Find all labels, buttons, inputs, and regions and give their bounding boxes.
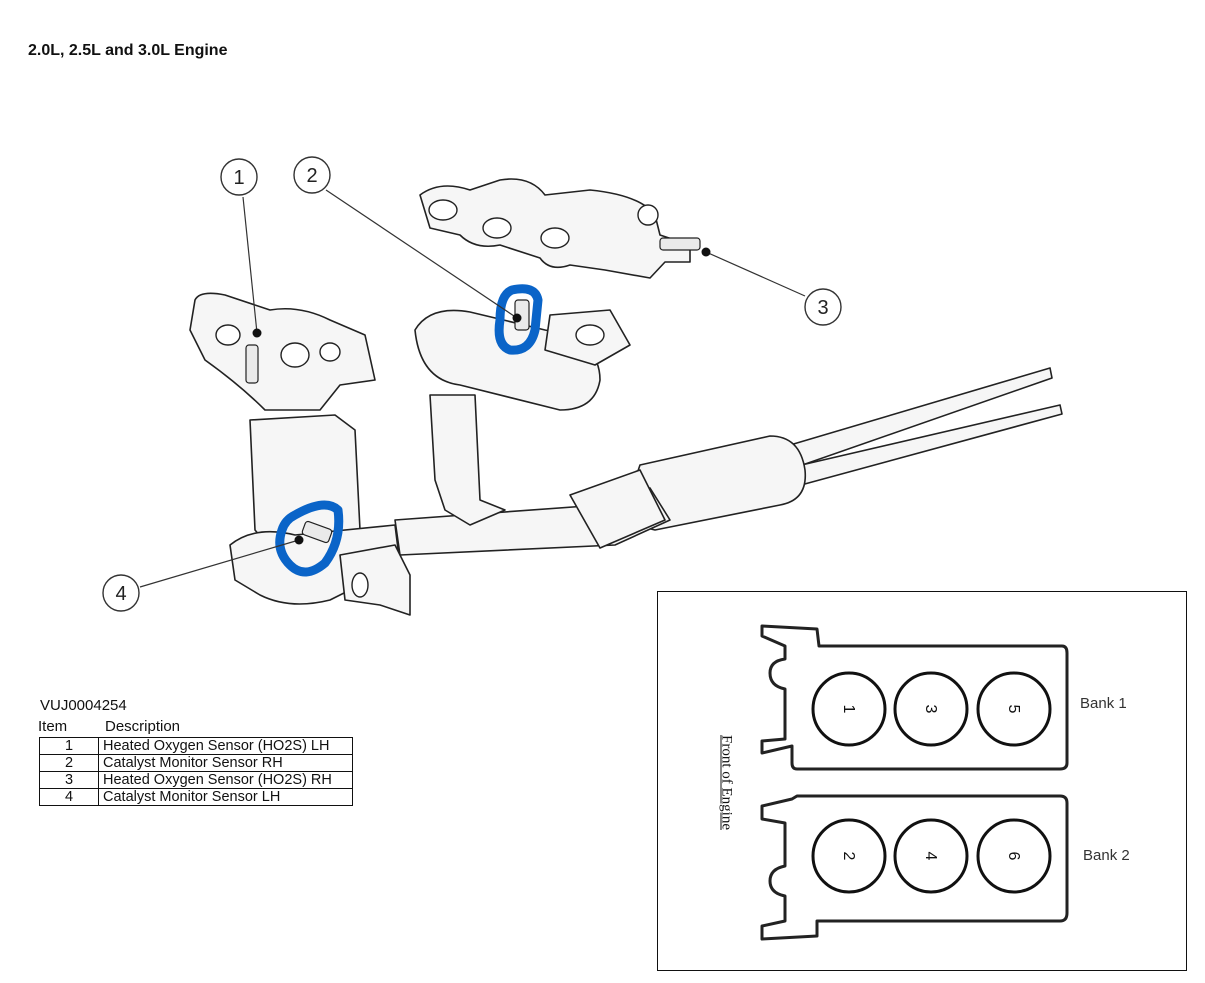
callout-1-label: 1 (233, 167, 244, 189)
callout-4-label: 4 (115, 583, 126, 605)
legend-item: 2 (39, 754, 99, 772)
callout-2 (293, 156, 331, 194)
bracket (339, 544, 411, 616)
bank2-label: Bank 2 (1083, 847, 1130, 864)
legend-item: 1 (39, 737, 99, 755)
legend-description: Heated Oxygen Sensor (HO2S) RH (98, 771, 353, 789)
callout-2-label: 2 (306, 165, 317, 187)
callout-1 (220, 158, 258, 196)
legend-item: 4 (39, 788, 99, 806)
cylinder-label: 1 (840, 705, 857, 714)
cylinder-label: 5 (1005, 705, 1022, 714)
page-title: 2.0L, 2.5L and 3.0L Engine (28, 42, 228, 59)
cylinder-3 (893, 671, 969, 747)
ho2s-lh-sensor (245, 344, 259, 384)
cylinder-5 (976, 671, 1052, 747)
cylinder-2 (811, 818, 887, 894)
legend-header-description: Description (105, 718, 181, 735)
cylinder-label: 4 (922, 852, 939, 861)
legend-item: 3 (39, 771, 99, 789)
callout-4 (102, 574, 140, 612)
ho2s-rh-sensor (659, 237, 701, 251)
flex-joint (569, 469, 666, 549)
cylinder-label: 3 (922, 705, 939, 714)
legend-header-item: Item (38, 718, 68, 735)
cylinder-label: 2 (840, 852, 857, 861)
highlight-cms-lh (275, 500, 344, 577)
front-of-engine-label: Front of Engine (718, 735, 735, 830)
callout-3-label: 3 (817, 297, 828, 319)
figure-id: VUJ0004254 (40, 697, 127, 714)
bank-diagram (657, 591, 1187, 971)
bank-layout: 1 3 5 2 4 6 (760, 624, 1069, 941)
highlight-cms-rh (494, 284, 543, 355)
legend-description: Heated Oxygen Sensor (HO2S) LH (98, 737, 353, 755)
bank1-label: Bank 1 (1080, 695, 1127, 712)
cylinder-6 (976, 818, 1052, 894)
rh-downpipe (429, 394, 506, 526)
legend-description: Catalyst Monitor Sensor RH (98, 754, 353, 772)
callout-3 (804, 288, 842, 326)
cylinder-1 (811, 671, 887, 747)
legend-description: Catalyst Monitor Sensor LH (98, 788, 353, 806)
cylinder-label: 6 (1005, 852, 1022, 861)
cylinder-4 (893, 818, 969, 894)
cms-lh-sensor (301, 520, 333, 544)
